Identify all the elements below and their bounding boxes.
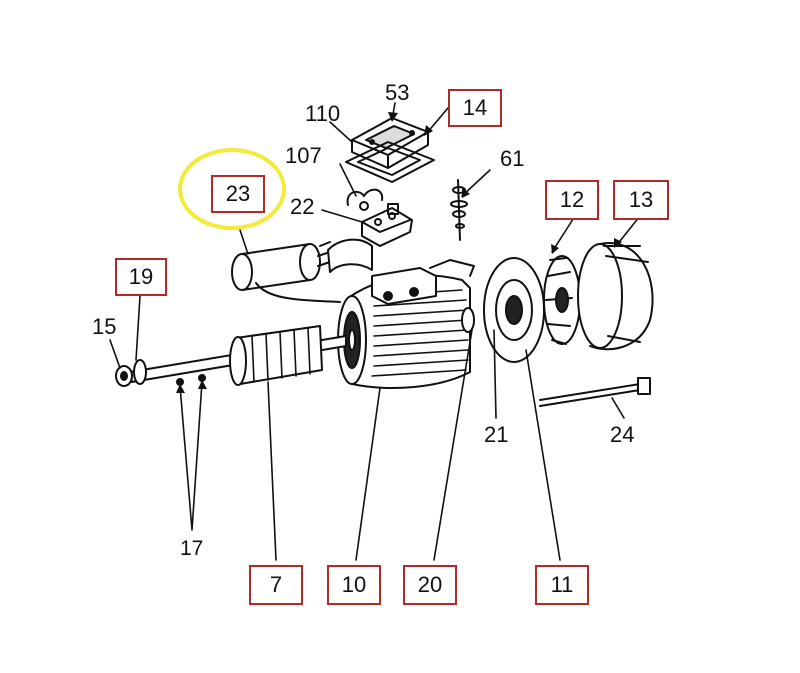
wire-clip — [346, 188, 384, 211]
terminal-box-cover — [351, 117, 429, 169]
tie-rod — [539, 377, 651, 407]
rotor — [129, 325, 347, 386]
capacitor-clamp — [319, 238, 373, 273]
label-17: 17 — [180, 537, 204, 560]
label-61: 61 — [500, 146, 525, 171]
label-24: 24 — [610, 422, 635, 447]
terminal-block — [361, 203, 413, 247]
stator-housing — [337, 267, 471, 389]
fan — [543, 255, 581, 345]
label-10-box: 10 — [327, 565, 381, 605]
label-23-box: 23 — [211, 175, 265, 213]
label-21: 21 — [484, 422, 509, 447]
end-shield — [483, 257, 545, 363]
label-13-box: 13 — [613, 180, 669, 220]
label-11-box: 11 — [535, 565, 589, 605]
label-19-box: 19 — [115, 258, 167, 296]
label-53: 53 — [385, 80, 410, 105]
label-7-box: 7 — [249, 565, 303, 605]
leader-lines — [109, 102, 641, 561]
label-110: 110 — [305, 101, 341, 126]
label-22: 22 — [290, 194, 315, 219]
terminal-bracket — [429, 259, 475, 277]
label-12-box: 12 — [545, 180, 599, 220]
terminal-box-gasket — [345, 141, 435, 183]
screw — [450, 179, 468, 241]
label-20-box: 20 — [403, 565, 457, 605]
label-107: 107 — [285, 143, 322, 168]
highlight-ring — [178, 148, 286, 230]
capacitor — [231, 243, 341, 303]
label-15: 15 — [92, 314, 117, 339]
fan-cover — [577, 242, 654, 351]
bearing — [461, 307, 475, 333]
shaft-pulley — [115, 359, 147, 387]
label-14-box: 14 — [448, 89, 502, 127]
